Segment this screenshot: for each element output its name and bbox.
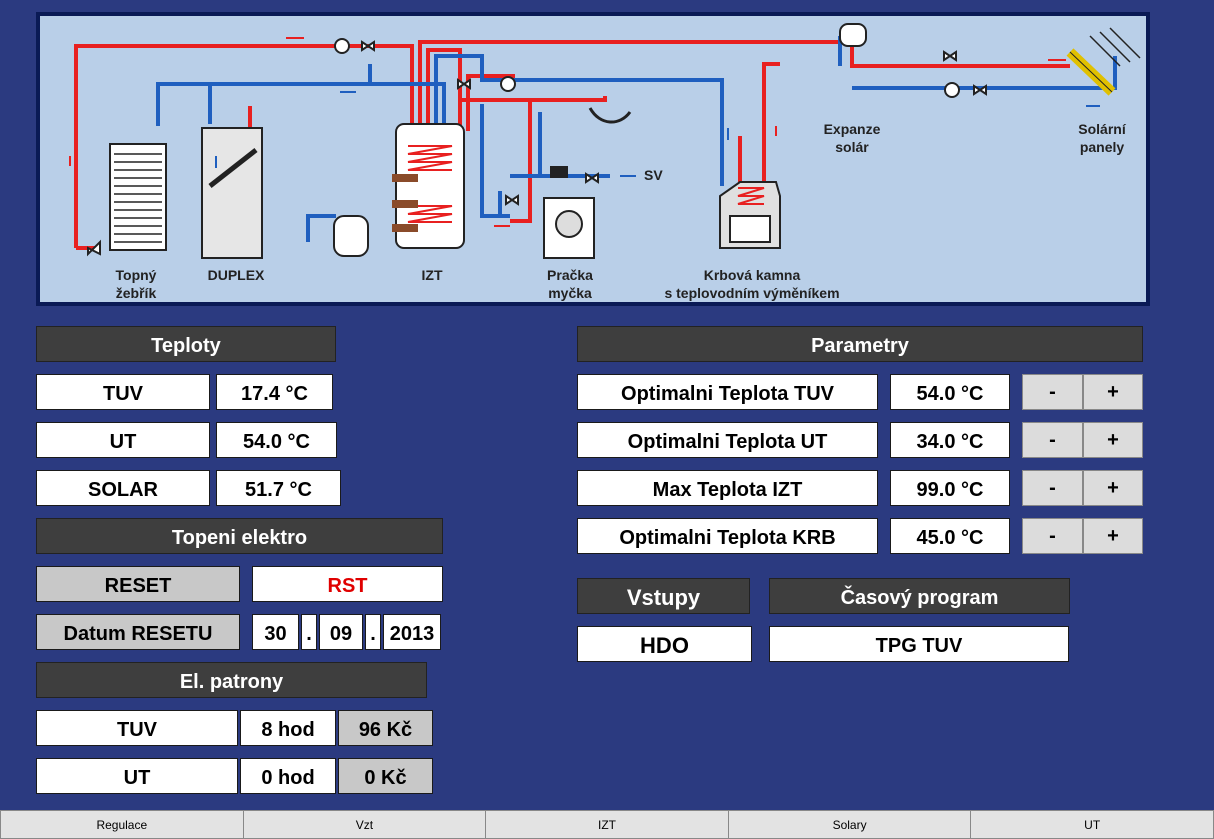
label-solarni-2: panely xyxy=(1080,139,1125,155)
label-sv: SV xyxy=(644,167,663,183)
date-separator: . xyxy=(365,614,381,650)
label-krbova-1: Krbová kamna xyxy=(704,267,801,283)
increment-button[interactable]: + xyxy=(1083,374,1143,410)
teploty-header: Teploty xyxy=(36,326,336,362)
teploty-label-solar: SOLAR xyxy=(36,470,210,506)
patrony-cost-ut: 0 Kč xyxy=(338,758,433,794)
decrement-button[interactable]: - xyxy=(1022,518,1083,554)
reset-year-field[interactable]: 2013 xyxy=(383,614,441,650)
label-pracka-1: Pračka xyxy=(547,267,593,283)
reset-status: RST xyxy=(252,566,443,602)
label-expanze-2: solár xyxy=(835,139,869,155)
param-label-krb: Optimalni Teplota KRB xyxy=(577,518,878,554)
parametry-header: Parametry xyxy=(577,326,1143,362)
tab-ut[interactable]: UT xyxy=(971,810,1214,839)
vstupy-value: HDO xyxy=(577,626,752,662)
teploty-value-ut: 54.0 °C xyxy=(216,422,337,458)
param-value-ut: 34.0 °C xyxy=(890,422,1010,458)
bottom-tab-bar: Regulace Vzt IZT Solary UT xyxy=(0,810,1214,839)
teploty-label-ut: UT xyxy=(36,422,210,458)
label-krbova-2: s teplovodním výměníkem xyxy=(664,285,839,301)
increment-button[interactable]: + xyxy=(1083,422,1143,458)
decrement-button[interactable]: - xyxy=(1022,470,1083,506)
heating-system-diagram: Topný žebřík DUPLEX IZT Pračka myčka Krb… xyxy=(36,12,1150,306)
casovy-program-header: Časový program xyxy=(769,578,1070,614)
teploty-label-tuv: TUV xyxy=(36,374,210,410)
date-separator: . xyxy=(301,614,317,650)
increment-button[interactable]: + xyxy=(1083,518,1143,554)
label-izt: IZT xyxy=(422,267,443,283)
patrony-label-tuv: TUV xyxy=(36,710,238,746)
patrony-hours-tuv: 8 hod xyxy=(240,710,336,746)
patrony-cost-tuv: 96 Kč xyxy=(338,710,433,746)
patrony-header: El. patrony xyxy=(36,662,427,698)
tab-izt[interactable]: IZT xyxy=(486,810,729,839)
datum-reset-label: Datum RESETU xyxy=(36,614,240,650)
heating-schematic: Topný žebřík DUPLEX IZT Pračka myčka Krb… xyxy=(69,23,1141,301)
param-label-izt: Max Teplota IZT xyxy=(577,470,878,506)
param-value-tuv: 54.0 °C xyxy=(890,374,1010,410)
decrement-button[interactable]: - xyxy=(1022,422,1083,458)
param-value-izt: 99.0 °C xyxy=(890,470,1010,506)
label-pracka-2: myčka xyxy=(548,285,592,301)
reset-month-field[interactable]: 09 xyxy=(319,614,363,650)
tab-regulace[interactable]: Regulace xyxy=(0,810,244,839)
label-topny-1: Topný xyxy=(116,267,157,283)
reset-button[interactable]: RESET xyxy=(36,566,240,602)
reset-day-field[interactable]: 30 xyxy=(252,614,299,650)
tab-vzt[interactable]: Vzt xyxy=(243,810,487,839)
label-topny-2: žebřík xyxy=(116,285,157,301)
param-value-krb: 45.0 °C xyxy=(890,518,1010,554)
patrony-hours-ut: 0 hod xyxy=(240,758,336,794)
topeni-header: Topeni elektro xyxy=(36,518,443,554)
casovy-program-value[interactable]: TPG TUV xyxy=(769,626,1069,662)
label-duplex: DUPLEX xyxy=(208,267,265,283)
label-expanze-1: Expanze xyxy=(824,121,881,137)
param-label-tuv: Optimalni Teplota TUV xyxy=(577,374,878,410)
vstupy-header: Vstupy xyxy=(577,578,750,614)
param-label-ut: Optimalni Teplota UT xyxy=(577,422,878,458)
tab-solary[interactable]: Solary xyxy=(728,810,972,839)
teploty-value-solar: 51.7 °C xyxy=(216,470,341,506)
increment-button[interactable]: + xyxy=(1083,470,1143,506)
teploty-value-tuv: 17.4 °C xyxy=(216,374,333,410)
label-solarni-1: Solární xyxy=(1078,121,1127,137)
decrement-button[interactable]: - xyxy=(1022,374,1083,410)
patrony-label-ut: UT xyxy=(36,758,238,794)
